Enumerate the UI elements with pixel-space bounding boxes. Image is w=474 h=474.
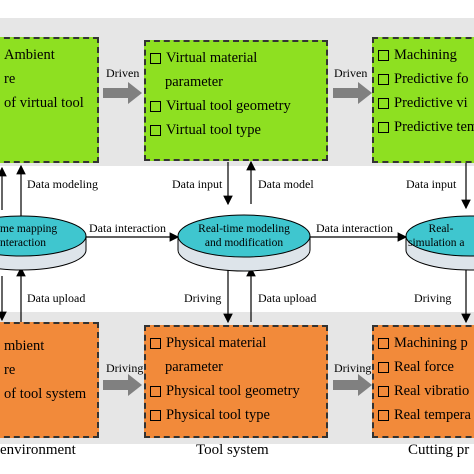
checkbox-icon: [150, 385, 161, 397]
list-item: Real vibratio: [378, 379, 474, 403]
driving-arrow-bottom-left: [103, 374, 142, 396]
box-line: re: [4, 71, 16, 87]
physical-environment-box: mbient re of tool system: [0, 322, 99, 438]
tool-system-caption: Tool system: [196, 442, 269, 458]
list-item: Real tempera: [378, 403, 474, 427]
list-item: Virtual tool type: [150, 118, 326, 142]
list-item: Physical tool geometry: [150, 379, 326, 403]
data-upload-center-label: Data upload: [258, 291, 317, 305]
list-item: Physical tool type: [150, 403, 326, 427]
virtual-cutting-process-box: Machining Predictive fo Predictive vi Pr…: [372, 37, 474, 163]
driven-label-left: Driven: [106, 66, 140, 80]
virtual-tool-system-box: Virtual material parameter Virtual tool …: [144, 40, 328, 161]
box-line: of tool system: [4, 386, 87, 402]
ellipse-center: [177, 214, 311, 272]
checkbox-icon: [150, 100, 161, 112]
virtual-environment-box: Ambient re of virtual tool: [0, 37, 99, 163]
environment-caption: environment: [0, 442, 76, 458]
list-item-continuation: parameter: [165, 74, 223, 90]
ellipse-left: [0, 215, 87, 271]
ellipse-line: me mapping: [0, 223, 58, 235]
driving-center-label: Driving: [184, 291, 222, 305]
driven-arrow-left: [103, 82, 142, 104]
list-item: Virtual material: [150, 46, 326, 70]
driving-bottom-right-label: Driving: [334, 361, 372, 375]
checkbox-icon: [378, 49, 389, 61]
list-item: Machining: [378, 43, 474, 67]
ellipse-right: [405, 215, 474, 271]
data-input-right-label: Data input: [406, 177, 457, 191]
list-item-continuation: parameter: [165, 359, 223, 375]
checkbox-icon: [378, 385, 389, 397]
ellipse-right-text: Real- simulation a: [408, 222, 474, 250]
ellipse-line: nteraction: [0, 237, 46, 249]
list-item: Predictive vi: [378, 91, 474, 115]
list-item: Physical material: [150, 331, 326, 355]
list-item: Predictive fo: [378, 67, 474, 91]
driving-right-label: Driving: [414, 291, 452, 305]
list-item: Predictive tem: [378, 115, 474, 139]
checkbox-icon: [378, 97, 389, 109]
ellipse-line: and modification: [204, 237, 284, 249]
ellipse-line: simulation a: [408, 237, 465, 249]
cutting-process-caption: Cutting pr: [408, 442, 470, 458]
data-modeling-label: Data modeling: [27, 177, 98, 191]
box-line: re: [4, 362, 16, 378]
ellipse-center-text: Real-time modeling and modification: [178, 222, 310, 250]
checkbox-icon: [150, 124, 161, 136]
checkbox-icon: [378, 121, 389, 133]
data-upload-left-label: Data upload: [27, 291, 86, 305]
checkbox-icon: [378, 337, 389, 349]
driving-arrow-bottom-right: [333, 374, 372, 396]
checkbox-icon: [378, 361, 389, 373]
box-line: mbient: [4, 338, 45, 354]
data-interaction-left-label: Data interaction: [89, 221, 166, 235]
driving-bottom-left-label: Driving: [106, 361, 144, 375]
ellipse-line: Real-: [428, 223, 454, 235]
ellipse-line: Real-time modeling: [198, 223, 290, 235]
checkbox-icon: [378, 73, 389, 85]
physical-tool-system-box: Physical material parameter Physical too…: [144, 325, 328, 438]
ellipse-left-text: me mapping nteraction: [0, 222, 80, 250]
data-input-center-label: Data input: [172, 177, 223, 191]
checkbox-icon: [150, 409, 161, 421]
checkbox-icon: [150, 52, 161, 64]
box-line: Ambient: [4, 47, 55, 63]
box-line: of virtual tool: [4, 95, 84, 111]
driven-label-right: Driven: [334, 66, 368, 80]
data-model-label: Data model: [258, 177, 314, 191]
driven-arrow-right: [333, 82, 372, 104]
list-item: Virtual tool geometry: [150, 94, 326, 118]
checkbox-icon: [378, 409, 389, 421]
list-item: Real force: [378, 355, 474, 379]
data-interaction-right-label: Data interaction: [316, 221, 393, 235]
checkbox-icon: [150, 337, 161, 349]
list-item: Machining p: [378, 331, 474, 355]
physical-cutting-process-box: Machining p Real force Real vibratio Rea…: [372, 325, 474, 438]
